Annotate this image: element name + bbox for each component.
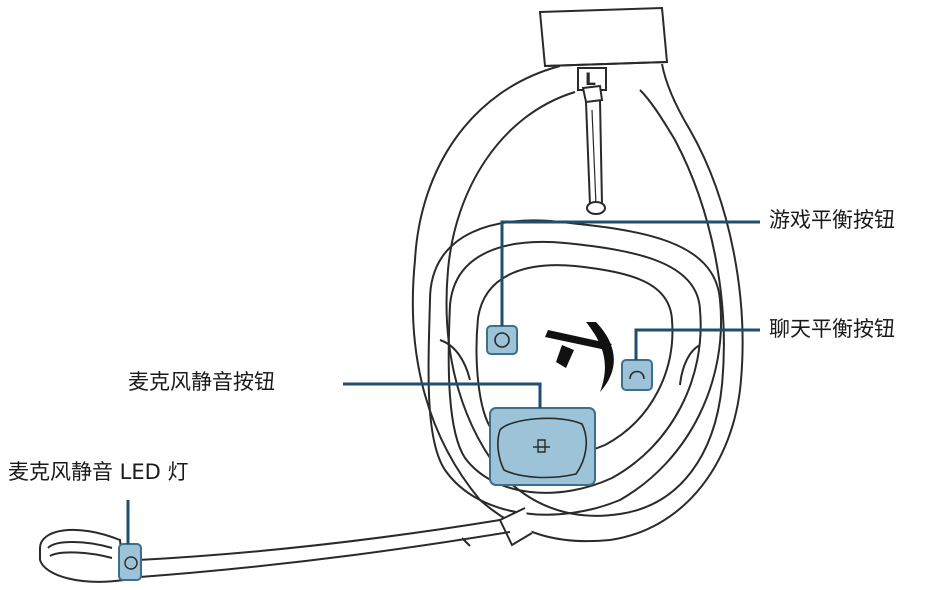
headset-icon: [629, 370, 645, 380]
label-chat-balance-button: 聊天平衡按钮: [769, 317, 895, 341]
mic-mute-led: [118, 543, 142, 581]
game-balance-button: [486, 325, 518, 355]
microphone-icon: [533, 439, 550, 453]
leader-chat-balance: [634, 328, 760, 360]
hyperx-logo: [545, 322, 614, 392]
microphone-boom: [39, 507, 533, 583]
leader-game-balance: [500, 220, 760, 326]
leader-mic-mute: [343, 382, 542, 408]
leader-lines: [126, 220, 760, 544]
label-mic-mute-led: 麦克风静音 LED 灯: [8, 460, 189, 484]
game-controller-icon: [494, 332, 510, 348]
label-game-balance-button: 游戏平衡按钮: [769, 208, 895, 232]
label-mic-mute-button: 麦克风静音按钮: [128, 370, 275, 394]
side-marker-l: L: [585, 70, 596, 90]
chat-balance-button: [621, 359, 653, 391]
headband: [538, 6, 669, 215]
mic-mute-button: [489, 407, 596, 486]
